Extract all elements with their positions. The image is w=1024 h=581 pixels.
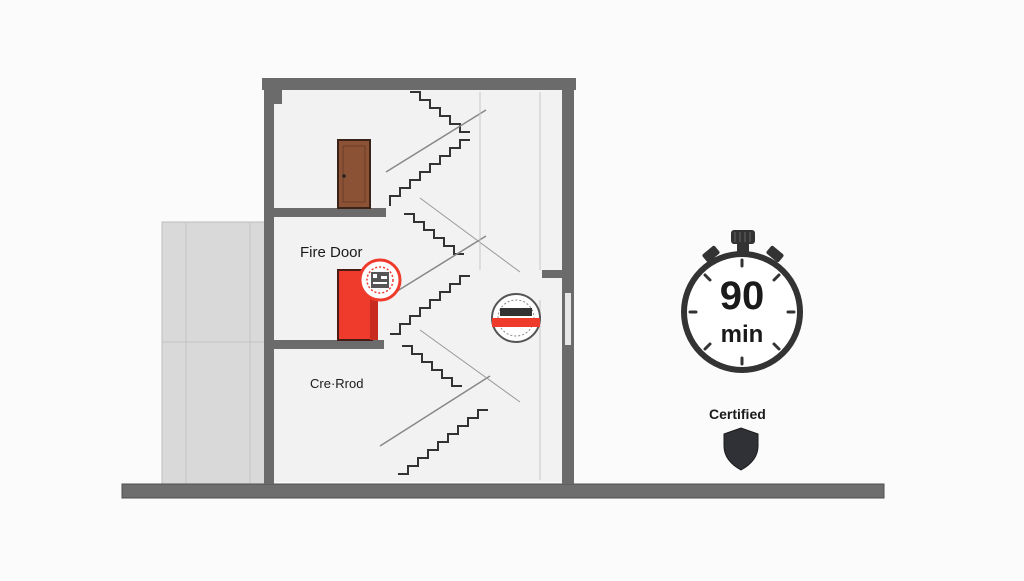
timer-unit: min: [720, 321, 764, 348]
fire-door-seal: [358, 258, 402, 302]
landing-slab: [542, 270, 564, 278]
wall-vent: [563, 291, 573, 347]
fire-door-label: Fire Door: [300, 244, 363, 261]
stairwell-interior: [274, 90, 562, 482]
right-wall: [562, 90, 574, 484]
roof-slab: [262, 78, 576, 90]
adjacent-building: [161, 221, 269, 487]
stopwatch-icon: [681, 230, 803, 373]
shield-icon: [723, 427, 759, 471]
timer-value: 90: [719, 274, 765, 318]
regular-door: [337, 139, 371, 209]
certified-label: Certified: [709, 406, 766, 422]
floor-slab-upper: [268, 208, 386, 217]
staircase: [379, 91, 541, 480]
building-walls: [262, 78, 576, 484]
certification-seal-icon: [491, 293, 541, 343]
floor-slab-lower: [268, 340, 384, 349]
ground-slab: [121, 483, 885, 499]
left-wall: [264, 90, 274, 484]
fire-rated-label: Cre·Rrod: [310, 376, 364, 391]
